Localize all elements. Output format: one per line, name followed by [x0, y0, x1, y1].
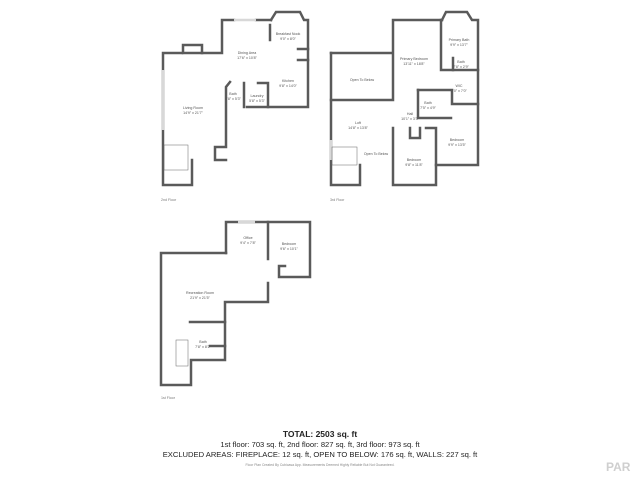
floor-label: 2nd Floor	[161, 198, 177, 202]
floor-label: 3rd Floor	[330, 198, 345, 202]
stairs	[163, 144, 358, 367]
fireplace	[181, 43, 204, 55]
floor-3-walls	[329, 10, 480, 187]
par-logo: PAR	[606, 460, 631, 474]
total-area: TOTAL: 2503 sq. ft	[282, 429, 358, 439]
credit-note: Floor Plan Created By Cubicasa App. Meas…	[245, 463, 395, 467]
floor-2-walls	[161, 10, 310, 187]
excluded-areas: EXCLUDED AREAS: FIREPLACE: 12 sq. ft, OP…	[162, 450, 478, 459]
floor-label: 1st Floor	[161, 396, 175, 400]
room-open-to-below: Open To Below	[349, 78, 375, 82]
room-open-to-below: Open To Below	[363, 152, 389, 156]
floor-areas: 1st floor: 703 sq. ft, 2nd floor: 827 sq…	[220, 440, 420, 449]
floor-1-walls	[159, 220, 312, 387]
